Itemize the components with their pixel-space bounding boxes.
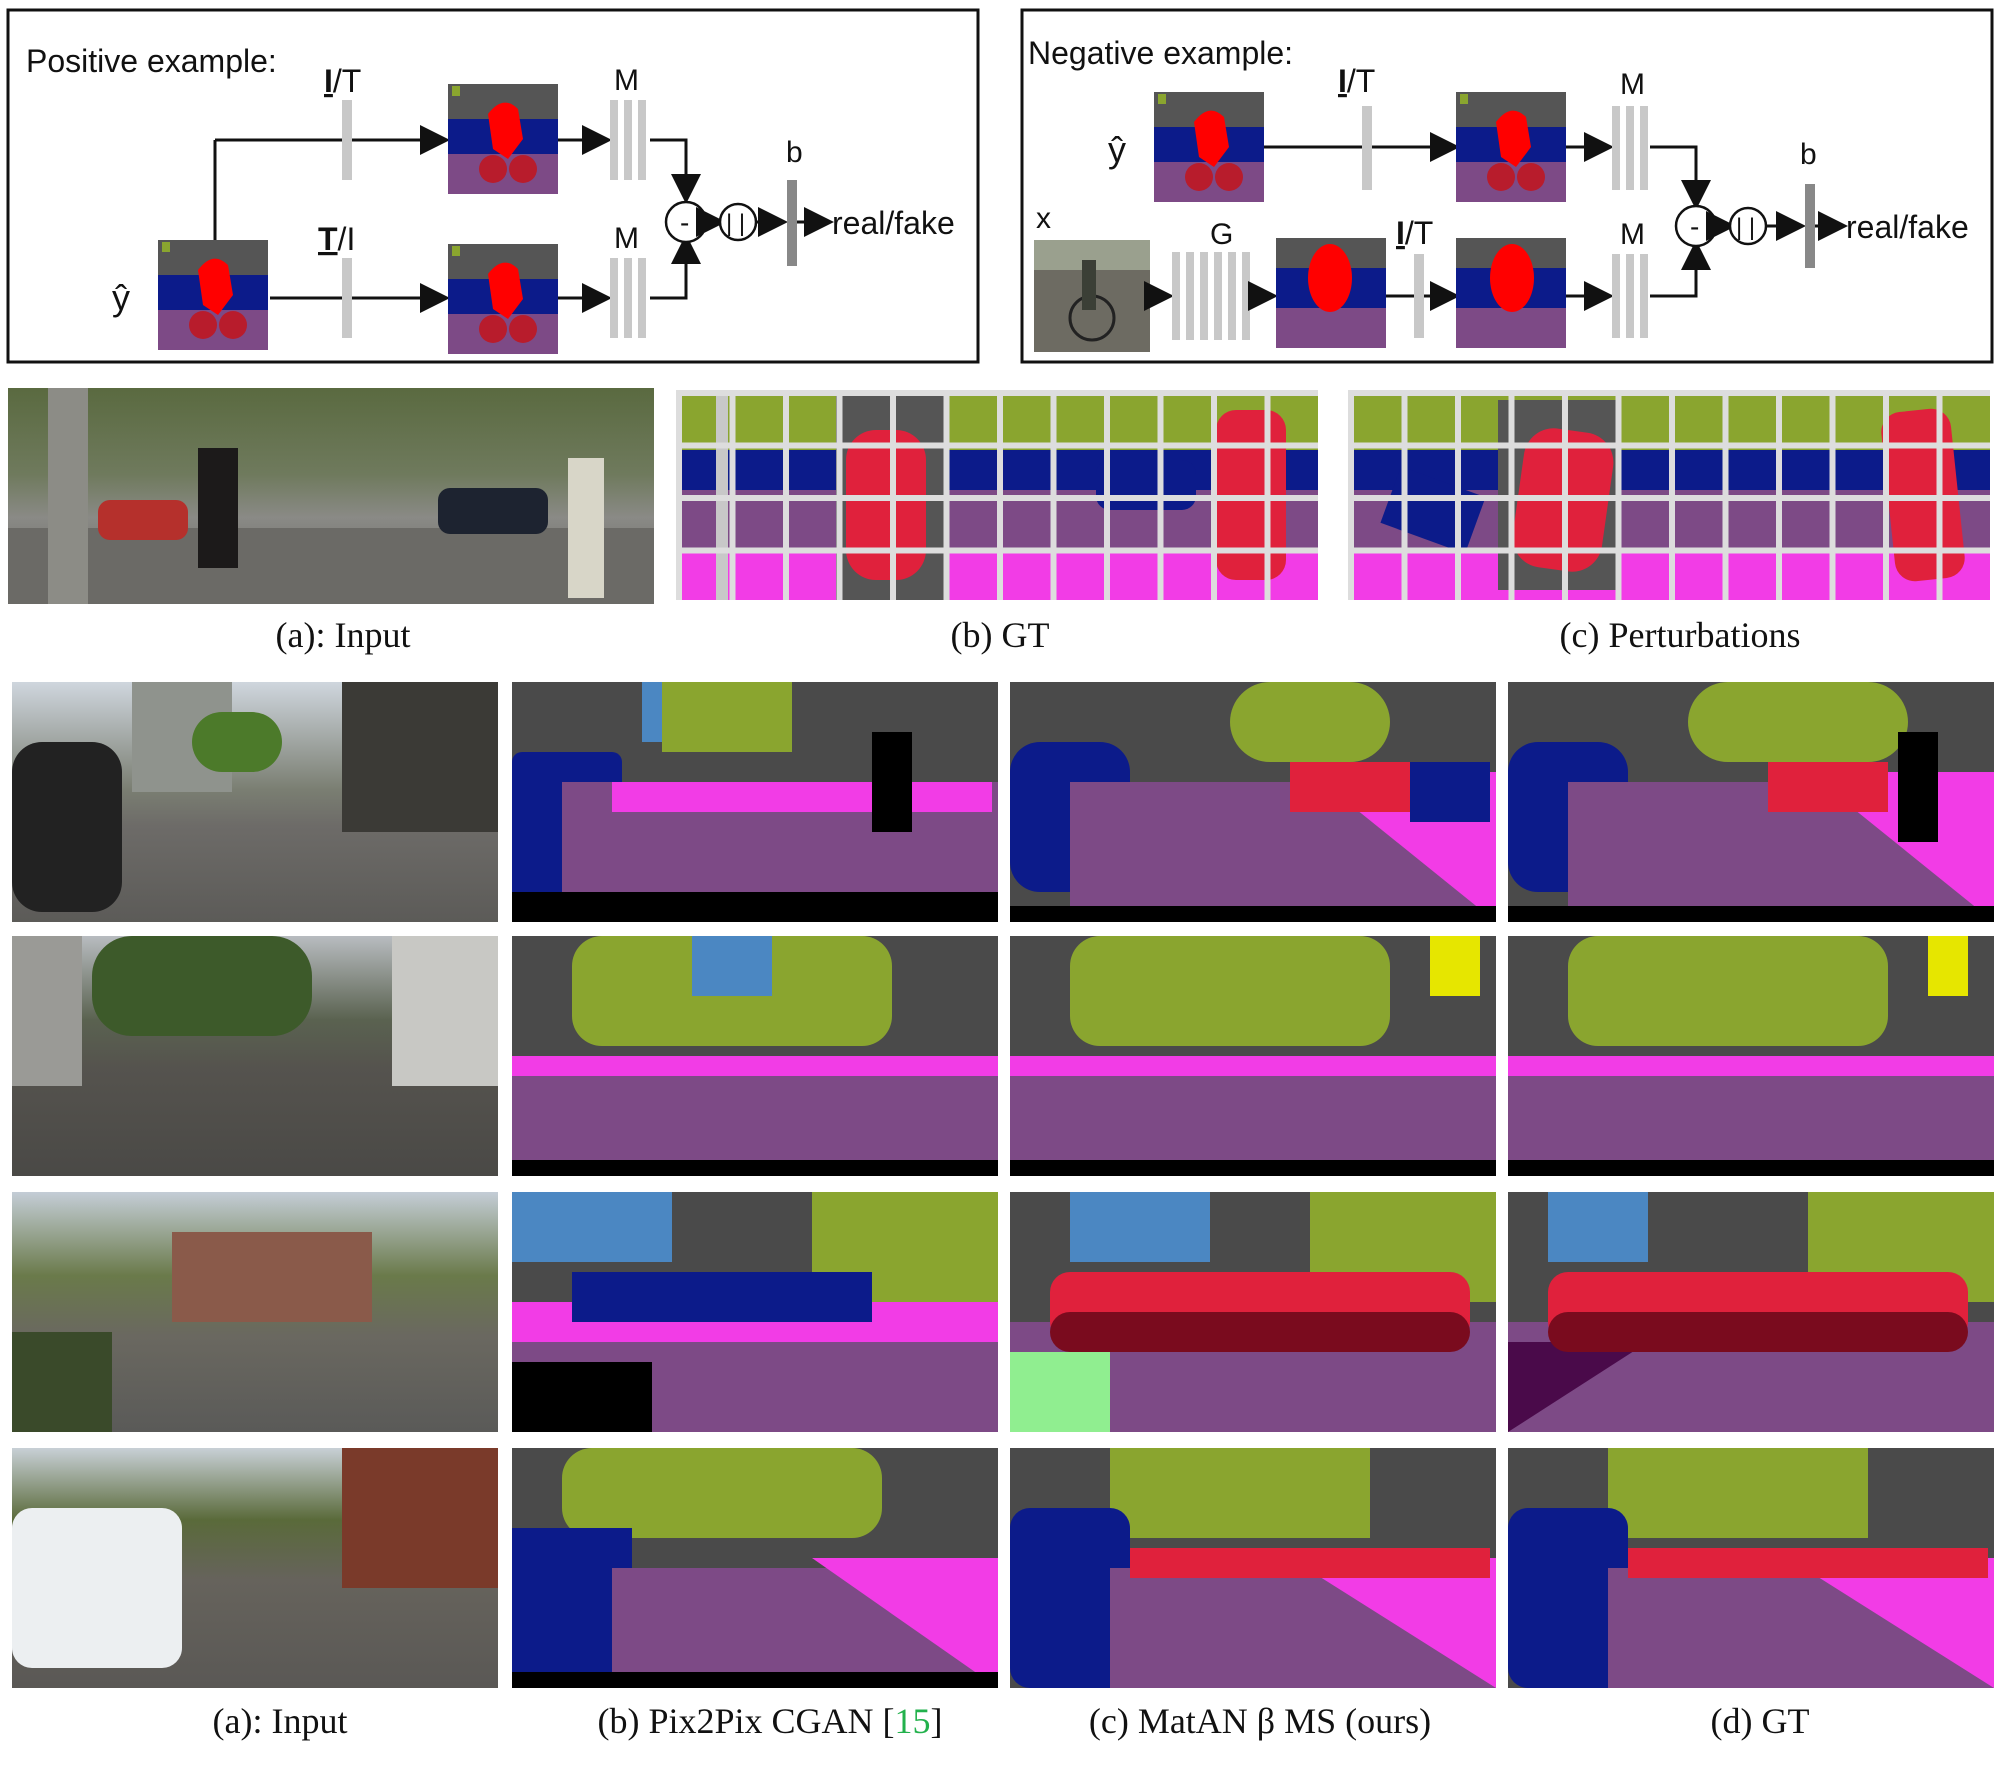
negative-panel-frame xyxy=(1020,8,1994,364)
grid-r2-matan xyxy=(1010,936,1496,1176)
grid-r3-pix2pix xyxy=(512,1192,998,1432)
svg-text:I/T: I/T xyxy=(1338,63,1375,99)
svg-text:real/fake: real/fake xyxy=(1846,209,1969,245)
ti-label-bottom: T/I xyxy=(318,221,355,257)
citation-link[interactable]: 15 xyxy=(894,1701,931,1741)
m-label-bottom: M xyxy=(614,222,639,255)
y-hat-label: ŷ xyxy=(112,277,130,318)
svg-text:-: - xyxy=(1690,211,1699,242)
grid-r3-gt xyxy=(1508,1192,1994,1432)
m-block-bottom xyxy=(610,258,646,338)
row2-input-photo xyxy=(8,388,654,604)
grid-r4-pix2pix xyxy=(512,1448,998,1688)
bottom-caption-d: (d) GT xyxy=(1710,1701,1810,1741)
svg-text:b: b xyxy=(1800,138,1817,171)
svg-text:M: M xyxy=(1620,218,1645,251)
x-label: x xyxy=(1036,202,1051,235)
svg-text:| |: | | xyxy=(726,210,745,237)
it-label-top: I/T xyxy=(324,63,361,99)
neg-transformed-top xyxy=(1456,92,1566,202)
grid-r3-matan xyxy=(1010,1192,1496,1432)
bottom-caption-b: (b) Pix2Pix CGAN [15] xyxy=(597,1701,943,1741)
row2-caption-a: (a): Input xyxy=(275,615,411,655)
svg-text:-: - xyxy=(680,207,689,238)
g-block xyxy=(1172,252,1250,340)
b-label: b xyxy=(786,136,803,169)
grid-r1-gt xyxy=(1508,682,1994,922)
architecture-diagrams: Positive example: I/T T/I ŷ M M - | | b … xyxy=(6,8,1994,364)
grid-r4-gt xyxy=(1508,1448,1994,1688)
svg-text:| |: | | xyxy=(1736,214,1755,241)
neg-y-hat-thumbnail xyxy=(1154,92,1264,202)
grid-r2-gt xyxy=(1508,936,1994,1176)
grid-r4-matan xyxy=(1010,1448,1496,1688)
svg-text:I/T: I/T xyxy=(1396,215,1433,251)
b-bar xyxy=(787,180,797,266)
transform-bar-bottom xyxy=(342,258,352,338)
grid-r1-matan xyxy=(1010,682,1496,922)
positive-panel-frame xyxy=(6,8,980,364)
positive-title: Positive example: xyxy=(26,43,277,79)
grid-r2-pix2pix xyxy=(512,936,998,1176)
grid-r1-pix2pix xyxy=(512,682,998,922)
grid-r2-input xyxy=(12,936,498,1176)
output-label: real/fake xyxy=(832,205,955,241)
row2-gt-grid xyxy=(676,390,1318,600)
m-block-top xyxy=(610,100,646,180)
transformed-thumbnail-bottom xyxy=(448,244,558,354)
grid-r1-input xyxy=(12,682,498,922)
bottom-caption-a: (a): Input xyxy=(212,1701,348,1741)
row2-caption-b: (b) GT xyxy=(950,615,1050,655)
neg-y-hat-label: ŷ xyxy=(1108,129,1126,170)
bottom-caption-c: (c) MatAN β MS (ours) xyxy=(1088,1701,1432,1741)
g-label: G xyxy=(1210,218,1233,251)
transformed-thumbnail-top xyxy=(448,84,558,194)
row2-perturbation-grid xyxy=(1348,390,1990,600)
g-output-thumbnail xyxy=(1276,238,1386,348)
negative-title: Negative example: xyxy=(1028,35,1293,71)
grid-r3-input xyxy=(12,1192,498,1432)
grid-r4-input xyxy=(12,1448,498,1688)
transform-bar-top xyxy=(342,100,352,180)
y-hat-thumbnail xyxy=(158,240,268,350)
row2-caption-c: (c) Perturbations xyxy=(1559,615,1801,655)
neg-transformed-bottom xyxy=(1456,238,1566,348)
m-label-top: M xyxy=(614,64,639,97)
svg-text:M: M xyxy=(1620,68,1645,101)
